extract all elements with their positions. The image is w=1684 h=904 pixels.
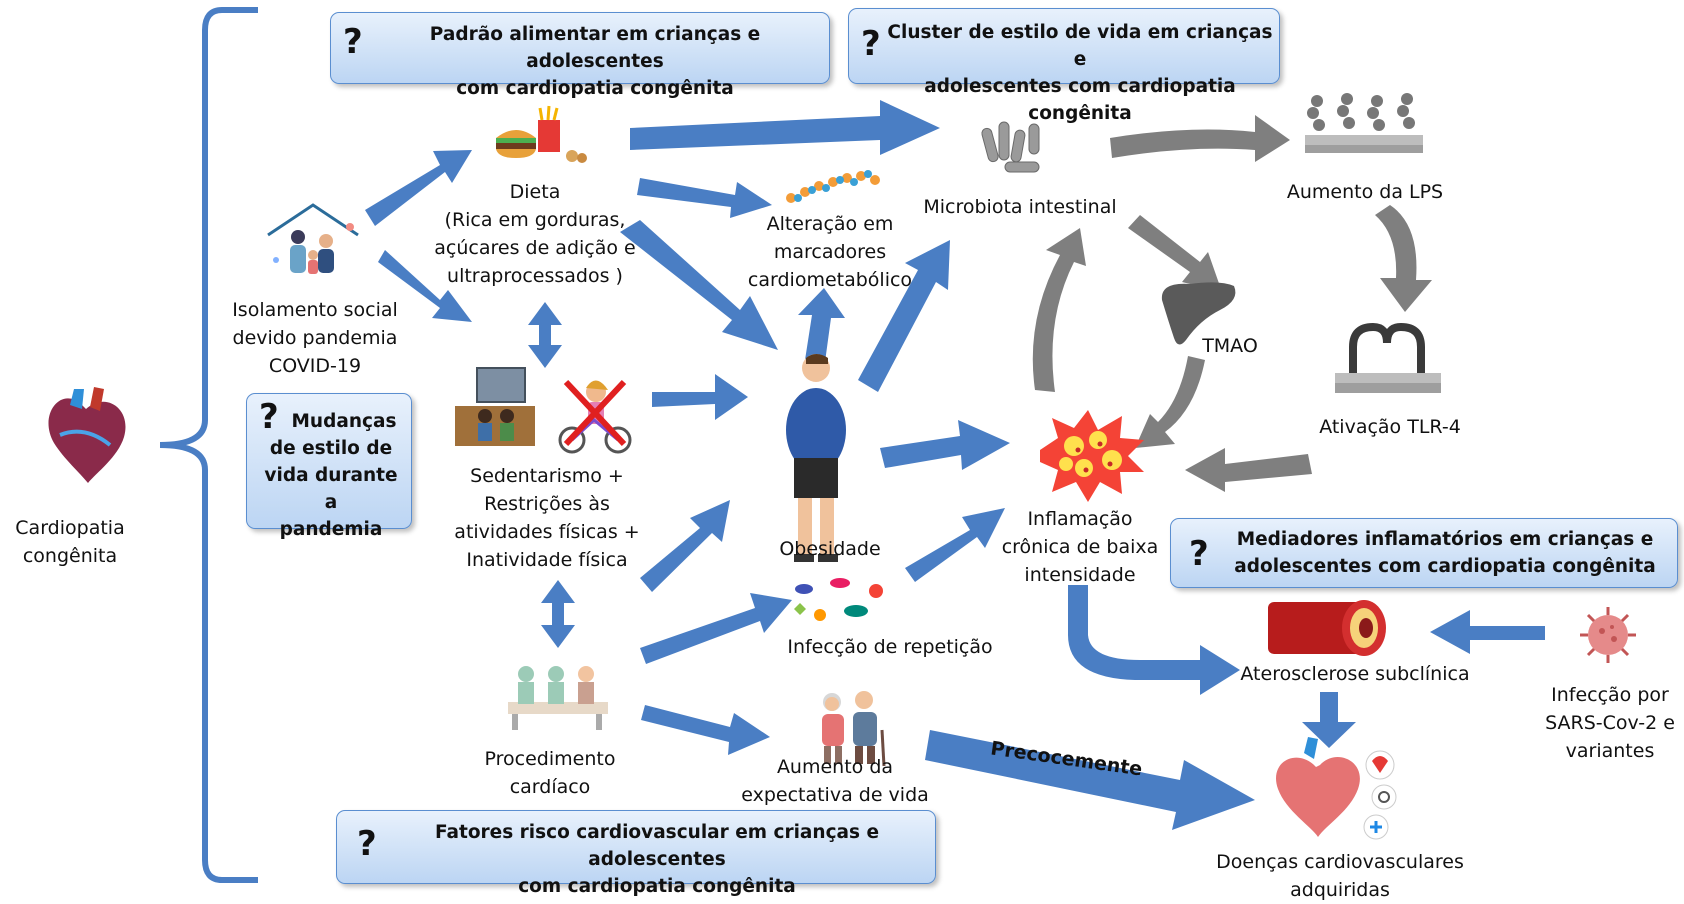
arrow-obesidade-inflamacao bbox=[880, 420, 1010, 470]
artery-vessel-icon bbox=[1268, 600, 1386, 656]
arrow-microbiota-lps bbox=[1110, 115, 1290, 162]
question-box-fatores-risco: ? Fatores risco cardiovascular em crianç… bbox=[336, 810, 936, 897]
arrow-obesidade-microbiota bbox=[858, 240, 950, 392]
label-aterosclerose-subclinica: Aterosclerose subclínica bbox=[1240, 663, 1470, 685]
virus-icon bbox=[1580, 607, 1636, 663]
label-aumento-lps: Aumento da LPS bbox=[1286, 181, 1444, 203]
arrow-sedentarismo-obesidade bbox=[652, 374, 748, 420]
double-arrow-dieta-sedentarismo bbox=[528, 302, 562, 368]
arrow-dieta-obesidade bbox=[620, 220, 778, 350]
label-dieta: Dieta(Rica em gorduras,açúcares de adiçã… bbox=[434, 181, 636, 287]
question-mark-icon: ? bbox=[861, 24, 881, 64]
arrow-procedimento-expectativa bbox=[641, 705, 770, 755]
heart-icon bbox=[48, 387, 126, 483]
microbiota-icon bbox=[981, 121, 1040, 173]
arrow-obesidade-alteracao bbox=[798, 288, 845, 362]
arrow-isolamento-sedentarismo bbox=[378, 250, 472, 322]
molecules-icon bbox=[786, 170, 880, 203]
label-obesidade: Obesidade bbox=[779, 538, 881, 560]
food-icon bbox=[496, 105, 587, 163]
arrow-sars-aterosclerose bbox=[1430, 610, 1545, 654]
arrow-tmao-inflamacao bbox=[1135, 356, 1205, 448]
brace bbox=[159, 7, 258, 883]
arrow-obesidade-inflamacao-lower bbox=[905, 508, 1005, 582]
arrow-tlr4-inflamacao bbox=[1185, 448, 1312, 492]
arrow-procedimento-infeccao bbox=[640, 593, 792, 664]
liver-icon bbox=[1161, 282, 1236, 345]
question-mark-icon: ? bbox=[1189, 534, 1209, 574]
arrow-dieta-microbiota bbox=[630, 100, 940, 155]
heart-disease-icon bbox=[1276, 737, 1397, 840]
arrow-lps-tlr4 bbox=[1375, 205, 1432, 312]
arrow-isolamento-dieta bbox=[365, 150, 472, 226]
label-ativacao-tlr4: Ativação TLR-4 bbox=[1319, 416, 1461, 438]
obese-person-icon bbox=[786, 354, 846, 562]
question-box-padrao-alimentar: ? Padrão alimentar em crianças e adolesc… bbox=[330, 12, 830, 99]
family-icon bbox=[267, 203, 359, 274]
question-mark-icon: ? bbox=[259, 397, 279, 437]
label-tmao: TMAO bbox=[1202, 335, 1258, 357]
arrow-expectativa-doencas bbox=[925, 730, 1255, 830]
double-arrow-sedentarismo-procedimento bbox=[541, 580, 575, 648]
bicycle-crossed-icon bbox=[558, 379, 632, 454]
label-microbiota-intestinal: Microbiota intestinal bbox=[923, 196, 1117, 218]
arrow-microbiota-tmao bbox=[1128, 215, 1222, 292]
question-mark-icon: ? bbox=[357, 824, 377, 864]
lps-icon bbox=[1305, 93, 1423, 153]
question-box-cluster-estilo-vida: ? Cluster de estilo de vida em crianças … bbox=[848, 8, 1280, 124]
bacteria-icon bbox=[794, 578, 883, 621]
question-mark-icon: ? bbox=[343, 22, 363, 62]
inflammation-icon bbox=[1040, 410, 1144, 502]
grey-arrows bbox=[1032, 115, 1432, 492]
arrow-sedentarismo-up-to-obesidade bbox=[640, 500, 730, 592]
arrow-dieta-alteracao bbox=[637, 178, 772, 218]
surgery-icon bbox=[508, 666, 608, 730]
blue-arrows bbox=[365, 100, 1545, 830]
arrow-inflamacao-microbiota bbox=[1032, 228, 1086, 392]
tv-icon bbox=[455, 367, 535, 446]
arrow-aterosclerose-doencas bbox=[1302, 692, 1356, 748]
tlr4-receptor-icon bbox=[1335, 322, 1441, 393]
question-box-mediadores-inflamatorios: ? Mediadores inflamatórios em crianças e… bbox=[1170, 518, 1678, 588]
elderly-couple-icon bbox=[822, 691, 886, 767]
label-infeccao-repeticao: Infecção de repetição bbox=[787, 636, 993, 658]
arrow-inflamacao-aterosclerose bbox=[1068, 585, 1240, 695]
